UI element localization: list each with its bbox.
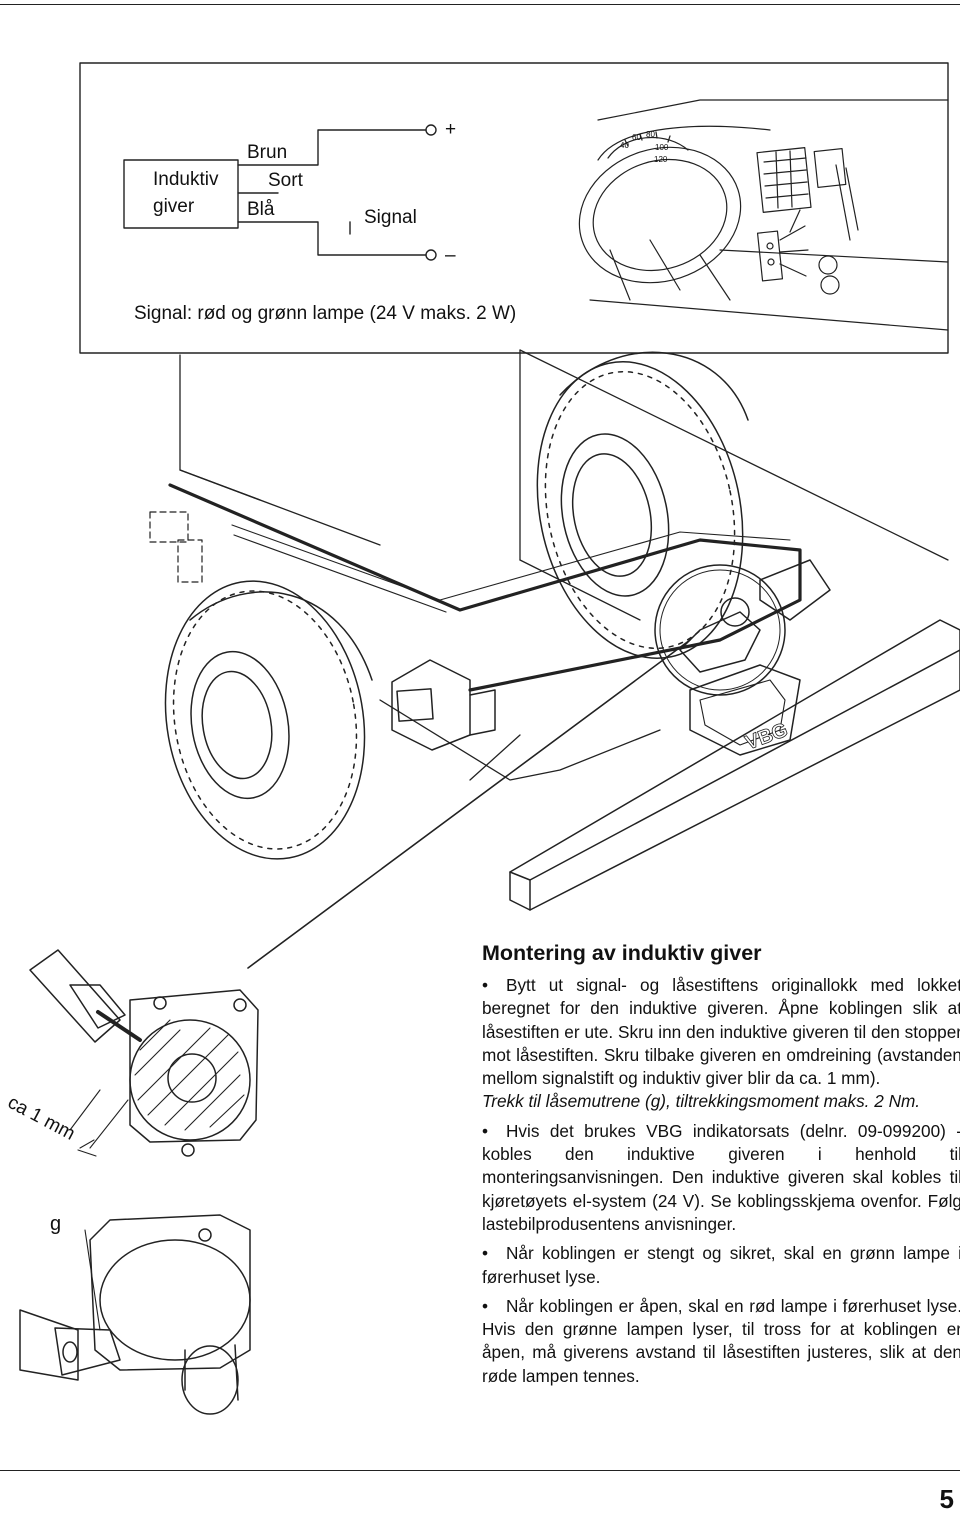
instruction-bullet-4: Når koblingen er åpen, skal en rød lampe… bbox=[482, 1295, 960, 1388]
truck-frame-lines bbox=[179, 349, 949, 781]
vbg-plate-text: VBG bbox=[742, 719, 790, 754]
detail-drawing bbox=[19, 949, 259, 1415]
instruction-bullet-1: Bytt ut signal- og låsestiftens original… bbox=[482, 974, 960, 1090]
nut-label: g bbox=[50, 1213, 62, 1235]
sensor-box bbox=[123, 159, 239, 229]
brown-wire-label: Brun bbox=[247, 142, 288, 163]
torque-note: Trekk til låsemutrene (g), tiltrekkingsm… bbox=[482, 1091, 921, 1112]
instruction-bullet-3: Når koblingen er stengt og sikret, skal … bbox=[482, 1242, 960, 1289]
wiring-panel-frame bbox=[79, 62, 949, 354]
gap-arrow bbox=[77, 1149, 97, 1157]
blue-wire bbox=[237, 221, 427, 256]
blue-wire-label: Blå bbox=[247, 199, 275, 220]
plus-terminal-circle bbox=[425, 124, 437, 136]
wooden-beam bbox=[509, 619, 960, 911]
speedo-tick-100: 100 bbox=[655, 143, 669, 152]
bottom-rule bbox=[0, 1470, 960, 1471]
wiring-caption: Signal: rød og grønn lampe (24 V maks. 2… bbox=[134, 303, 517, 324]
speedo-tick-80: 80 bbox=[646, 130, 655, 139]
sensor-label-line1: Induktiv bbox=[153, 169, 219, 190]
sensor-cable bbox=[168, 483, 802, 692]
brown-wire bbox=[237, 129, 427, 166]
instructions: Montering av induktiv giver Bytt ut sign… bbox=[482, 940, 960, 1388]
junction-box bbox=[391, 659, 496, 751]
leader-line bbox=[247, 639, 691, 969]
front-tire bbox=[164, 580, 373, 860]
instructions-heading: Montering av induktiv giver bbox=[482, 941, 762, 965]
steering-wheel bbox=[578, 146, 742, 284]
rear-tire bbox=[536, 351, 749, 659]
switch-panel bbox=[756, 147, 812, 213]
speedo-tick-120: 120 bbox=[654, 155, 668, 164]
plus-terminal-label: + bbox=[445, 119, 457, 140]
minus-terminal-label: – bbox=[445, 245, 456, 266]
page-number: 5 bbox=[939, 1484, 954, 1514]
instruction-bullet-2: Hvis det brukes VBG indikatorsats (delnr… bbox=[482, 1120, 960, 1236]
indicator-lamps bbox=[756, 230, 784, 282]
minus-terminal-circle bbox=[425, 249, 437, 261]
bracket-dashed bbox=[149, 511, 203, 583]
top-rule bbox=[0, 4, 960, 5]
sensor-label-line2: giver bbox=[153, 196, 195, 217]
coupling-assembly bbox=[654, 559, 831, 756]
speedo-tick-60: 60 bbox=[632, 133, 641, 142]
speedo-tick-40: 40 bbox=[620, 141, 629, 150]
speedometer bbox=[607, 136, 689, 159]
dashboard-sketch bbox=[578, 99, 949, 331]
signal-label: Signal bbox=[364, 207, 417, 228]
black-wire-label: Sort bbox=[268, 170, 303, 191]
